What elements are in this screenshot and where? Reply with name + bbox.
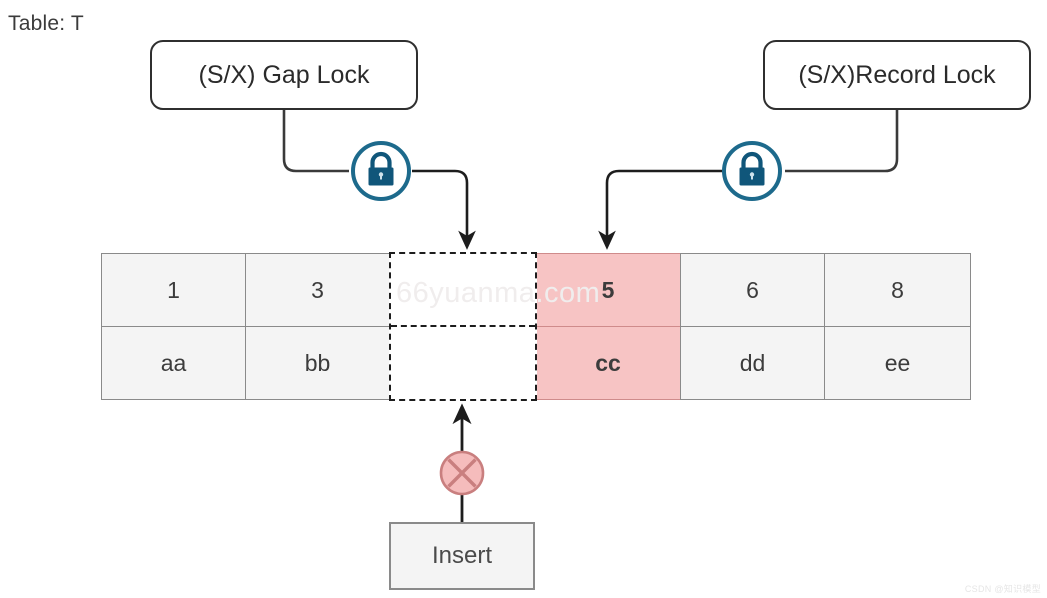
record-lock-icon (721, 140, 783, 202)
insert-operation-box[interactable]: Insert (389, 522, 535, 590)
page-title: Table: T (8, 12, 84, 35)
table-cell-value: ee (824, 326, 971, 400)
table-cell-value: bb (245, 326, 390, 400)
connector-icon-to-record-cell (598, 169, 722, 250)
record-lock-label-box[interactable]: (S/X)Record Lock (763, 40, 1031, 110)
connector-gaplock-to-icon (282, 110, 349, 173)
table-cell-value: dd (680, 326, 825, 400)
table-cell-key: 5 (535, 253, 681, 327)
index-records-table: 1 aa 3 bb 5 cc 6 dd 8 ee (101, 252, 971, 401)
table-cell-key: 6 (680, 253, 825, 327)
connector-recordlock-to-icon (785, 110, 899, 173)
table-cell-key: 8 (824, 253, 971, 327)
table-cell-value: cc (535, 326, 681, 400)
gap-lock-label-box[interactable]: (S/X) Gap Lock (150, 40, 418, 110)
gap-lock-icon (350, 140, 412, 202)
table-cell-value: aa (101, 326, 246, 400)
table-cell-key: 1 (101, 253, 246, 327)
gap-lock-region-outline (389, 252, 537, 401)
watermark-text: 66yuanma.com (396, 277, 601, 309)
connector-icon-to-gap-cell (412, 169, 476, 250)
gap-region-divider (391, 325, 535, 327)
blocked-circle-x-icon (437, 448, 487, 498)
table-cell-key: 3 (245, 253, 390, 327)
corner-watermark-text: CSDN @知识模型 (964, 584, 1041, 594)
